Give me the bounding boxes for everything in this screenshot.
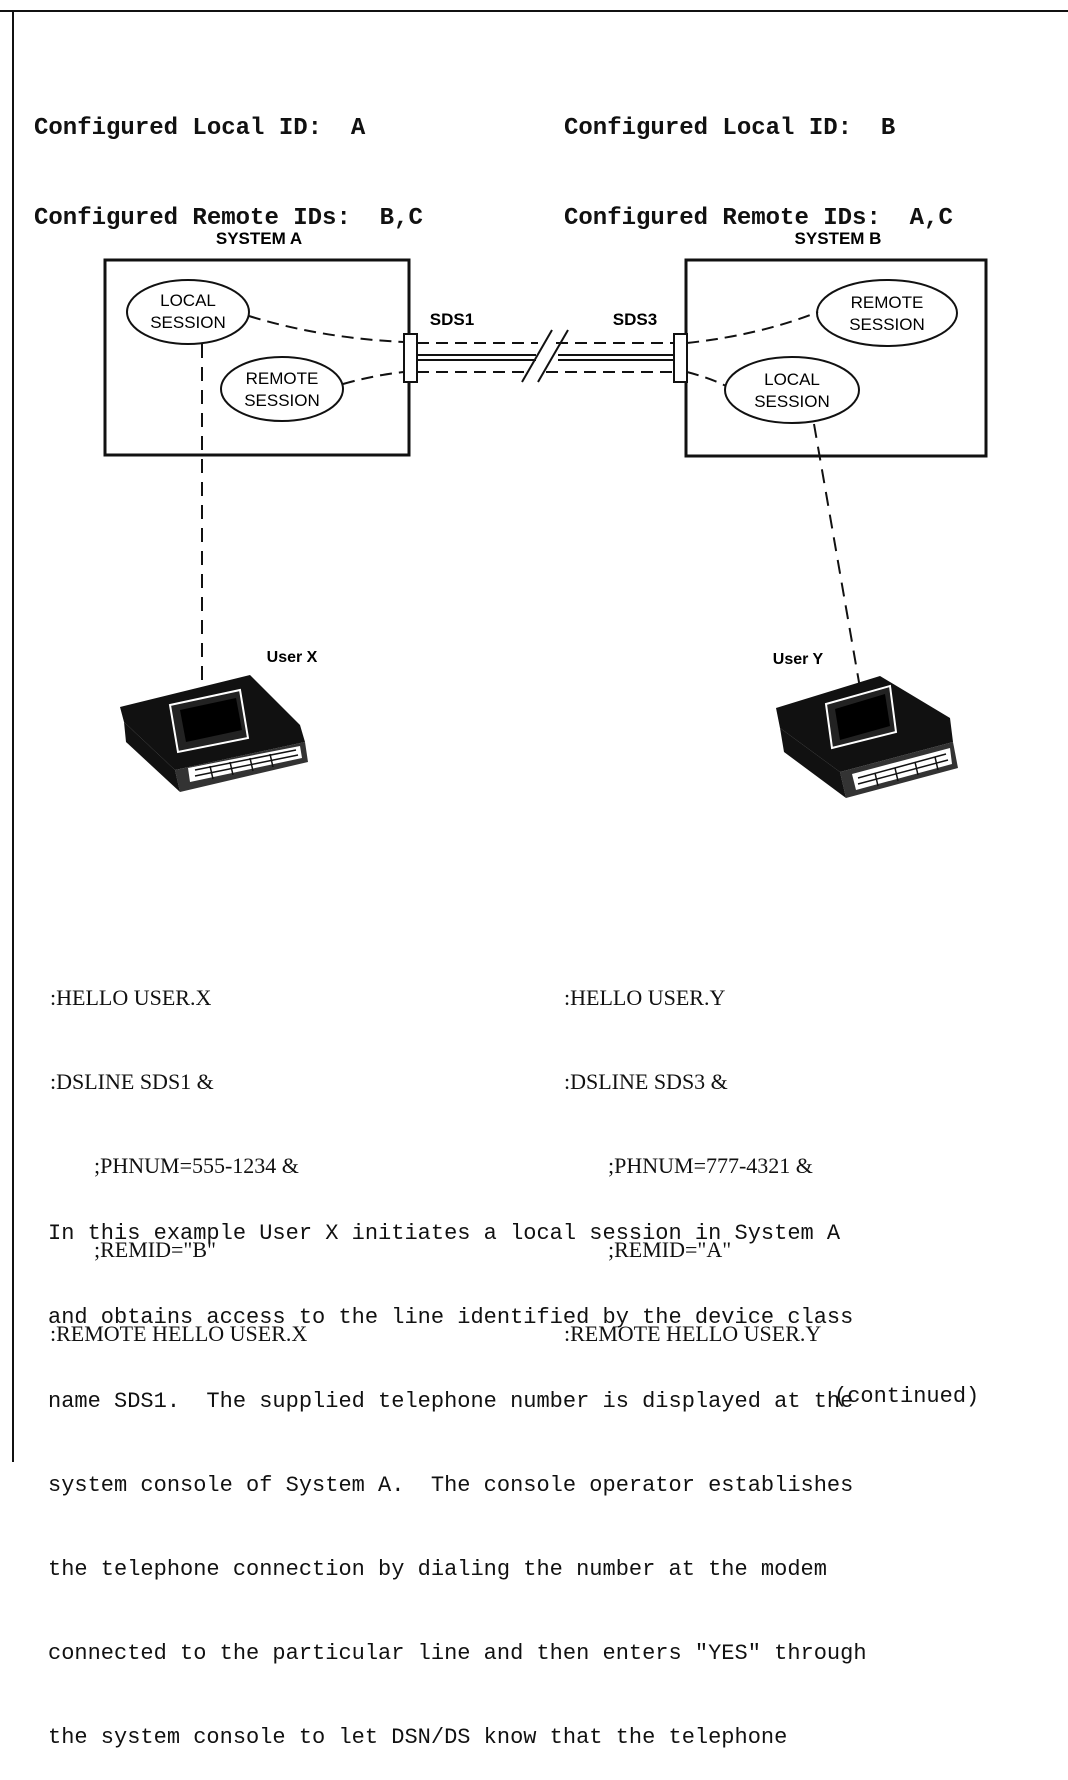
user-y-label: User Y (773, 651, 824, 668)
terminal-x-icon (120, 675, 308, 792)
user-links (201, 344, 861, 689)
system-b-local-session-line1: LOCAL (764, 370, 820, 389)
system-a-local-session (126, 279, 250, 345)
description-line: the system console to let DSN/DS know th… (48, 1725, 788, 1750)
transmission-line (417, 354, 674, 361)
line-break-mark (521, 329, 569, 383)
description-line: the telephone connection by dialing the … (48, 1557, 827, 1582)
command-line: ;PHNUM=555-1234 & (50, 1153, 299, 1178)
system-a-local-session-line2: SESSION (150, 313, 226, 332)
port-sds1-connector (403, 333, 418, 383)
network-diagram: SYSTEM A SYSTEM B SDS1 SDS3 LOCAL SESSIO… (103, 229, 988, 798)
page-frame-top (0, 10, 1068, 12)
terminal-y-icon (776, 676, 958, 798)
commands-left: :HELLO USER.X :DSLINE SDS1 & ;PHNUM=555-… (50, 928, 307, 1376)
commands-right: :HELLO USER.Y :DSLINE SDS3 & ;PHNUM=777-… (564, 928, 821, 1376)
description-line: system console of System A. The console … (48, 1473, 854, 1498)
description-line: In this example User X initiates a local… (48, 1221, 841, 1246)
port-sds3-connector (673, 333, 688, 383)
system-a-title: SYSTEM A (216, 229, 302, 248)
command-line: ;REMID="B" (50, 1237, 217, 1262)
command-line: :DSLINE SDS3 & (564, 1069, 728, 1094)
system-b-local-session-line2: SESSION (754, 392, 830, 411)
port-sds1-label: SDS1 (430, 310, 474, 329)
description-line: name SDS1. The supplied telephone number… (48, 1389, 854, 1414)
system-a-remote-session (220, 356, 344, 422)
command-line: :DSLINE SDS1 & (50, 1069, 214, 1094)
system-b-remote-session-line2: SESSION (849, 315, 925, 334)
command-line: :HELLO USER.X (50, 985, 212, 1010)
system-b-local-session (724, 356, 860, 424)
system-b-remote-session (816, 279, 958, 347)
command-line: :HELLO USER.Y (564, 985, 726, 1010)
session-port-links (248, 311, 819, 387)
virtual-circuits (417, 342, 674, 373)
page-frame-left (12, 10, 14, 1462)
command-line: :REMOTE HELLO USER.X (50, 1321, 308, 1346)
config-system-a: Configured Local ID: A Configured Remote… (34, 54, 423, 264)
config-a-remote-ids: Configured Remote IDs: B,C (34, 205, 423, 232)
system-b-remote-session-line1: REMOTE (851, 293, 924, 312)
config-system-b: Configured Local ID: B Configured Remote… (564, 54, 953, 264)
system-a-remote-session-line1: REMOTE (246, 369, 319, 388)
command-line: :REMOTE HELLO USER.Y (564, 1321, 822, 1346)
config-b-remote-ids: Configured Remote IDs: A,C (564, 205, 953, 232)
system-b-title: SYSTEM B (795, 229, 882, 248)
system-a-local-session-line1: LOCAL (160, 291, 216, 310)
user-x-label: User X (267, 649, 318, 666)
system-a-remote-session-line2: SESSION (244, 391, 320, 410)
port-sds3-label: SDS3 (613, 310, 657, 329)
description-line: and obtains access to the line identifie… (48, 1305, 854, 1330)
continued-label: (continued) (834, 1384, 980, 1409)
config-a-local-id: Configured Local ID: A (34, 115, 366, 142)
config-b-local-id: Configured Local ID: B (564, 115, 896, 142)
description-line: connected to the particular line and the… (48, 1641, 867, 1666)
description-paragraph: In this example User X initiates a local… (48, 1164, 867, 1780)
command-line: ;REMID="A" (564, 1237, 732, 1262)
command-line: ;PHNUM=777-4321 & (564, 1153, 813, 1178)
